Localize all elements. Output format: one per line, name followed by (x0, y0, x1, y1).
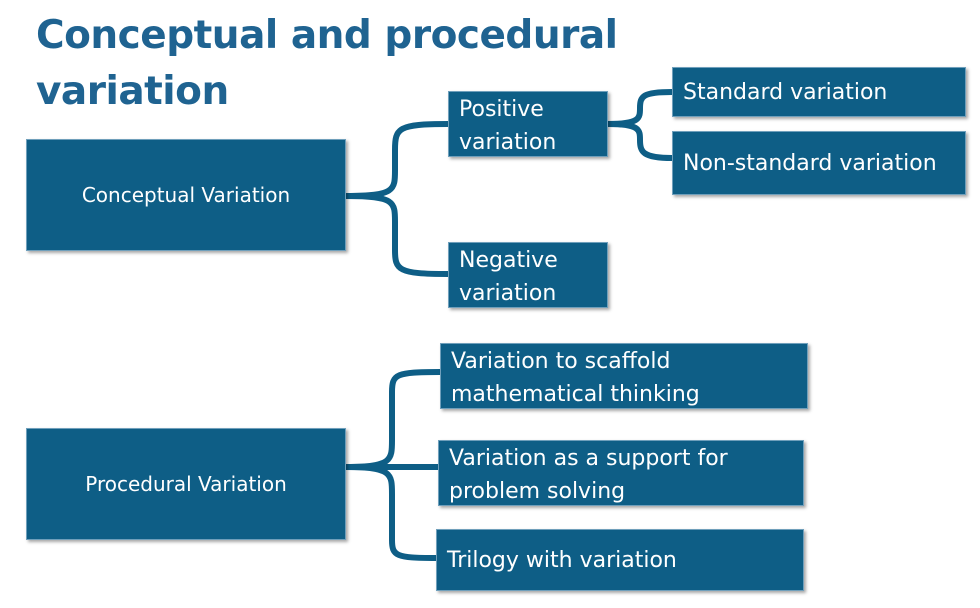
conceptual-variation-label: Conceptual Variation (81, 182, 291, 207)
brace-positive (605, 89, 675, 127)
brace-conceptual (343, 121, 451, 199)
non-standard-variation-box: Non-standard variation (672, 131, 966, 195)
scaffold-variation-label: Variation to scaffold mathematical think… (451, 349, 700, 407)
non-standard-variation-label: Non-standard variation (683, 150, 937, 176)
brace-procedural-lower (343, 464, 439, 561)
negative-variation-box: Negative variation (448, 242, 608, 308)
procedural-variation-label: Procedural Variation (85, 471, 287, 496)
procedural-variation-box: Procedural Variation (26, 428, 346, 540)
positive-variation-box: Positive variation (448, 91, 608, 157)
trilogy-variation-box: Trilogy with variation (436, 529, 804, 591)
negative-variation-label: Negative variation (459, 248, 558, 306)
problem-solving-variation-box: Variation as a support for problem solvi… (438, 440, 804, 506)
brace-procedural (343, 369, 443, 470)
problem-solving-variation-label: Variation as a support for problem solvi… (449, 446, 728, 504)
scaffold-variation-box: Variation to scaffold mathematical think… (440, 343, 808, 409)
conceptual-variation-box: Conceptual Variation (26, 139, 346, 251)
page-title: Conceptual and procedural variation (36, 13, 618, 114)
brace-positive-lower (605, 121, 675, 161)
positive-variation-label: Positive variation (459, 97, 557, 155)
standard-variation-box: Standard variation (672, 67, 966, 117)
standard-variation-label: Standard variation (683, 79, 888, 105)
brace-conceptual-lower (343, 193, 451, 277)
trilogy-variation-label: Trilogy with variation (447, 547, 677, 573)
